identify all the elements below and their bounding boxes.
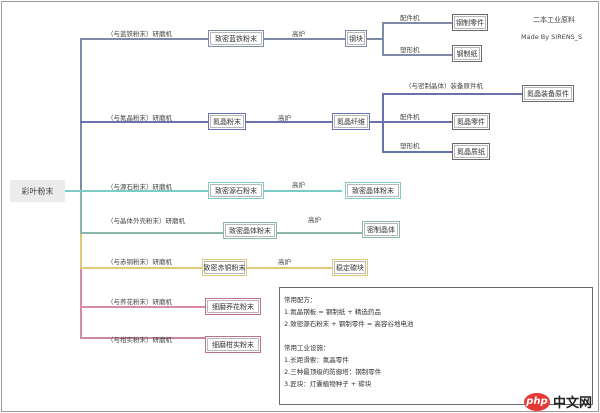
connector: [382, 54, 452, 56]
connector: [370, 121, 382, 123]
output-node: 密制晶体: [362, 221, 400, 238]
connector: [65, 190, 80, 192]
furnace-label: 高炉: [292, 30, 305, 38]
machine-label: 配件机: [400, 14, 420, 22]
facility-item: 3.匠块：灯囊植物种子 + 碳块: [284, 380, 372, 388]
recipe-item: 2.致密源石粉末 + 钢制零件 = 高容谷地电池: [284, 320, 414, 328]
product-node: 氮晶零件: [452, 113, 490, 130]
connector: [382, 22, 452, 24]
author-credit: Made By SIRENS_S: [521, 33, 583, 41]
watermark: php 中文网: [523, 392, 592, 411]
branch-line: [80, 232, 362, 234]
connector: [382, 121, 452, 123]
facility-item: 2.三种最顶级的防御塔：钢制零件: [284, 368, 382, 376]
machine-label: （与荞花粉末）研磨机: [107, 298, 172, 306]
machine-label: 塑形机: [400, 46, 420, 54]
product-node: 钢制纸: [452, 45, 482, 62]
connector: [382, 93, 522, 95]
trunk-line: [80, 267, 82, 337]
output-node: 钢块: [345, 30, 367, 47]
recipe-item: 1.氮晶钢板 = 钢制纸 + 精选药品: [284, 308, 381, 316]
php-logo-icon: php: [523, 392, 550, 411]
machine-label: （与柑实粉末）研磨机: [107, 336, 172, 344]
product-node: 致密源石粉末: [208, 182, 264, 199]
trunk-line: [80, 38, 82, 328]
recipes-title: 常用配方：: [284, 296, 317, 304]
product-node: 致密晶体粉末: [223, 222, 277, 239]
product-node: 细磨柑实粉末: [205, 336, 261, 353]
product-node: 氮晶质纸: [452, 143, 490, 160]
facility-item: 1.长距滑索：氮晶零件: [284, 356, 349, 364]
machine-label: （与密制晶体）装备原件机: [405, 82, 483, 90]
product-node: 致密蓝铁粉末: [208, 30, 264, 47]
machine-label: （与氮晶粉末）研磨机: [107, 114, 172, 122]
trunk-line: [80, 232, 82, 267]
product-node: 细磨荞花粉末: [205, 298, 261, 315]
product-node: 致密赤铜粉末: [202, 259, 247, 276]
machine-label: （与源石粉末）研磨机: [107, 183, 172, 191]
notes-box: 常用配方： 1.氮晶钢板 = 钢制纸 + 精选药品 2.致密源石粉末 + 钢制零…: [279, 287, 593, 405]
product-node: 钢制零件: [452, 14, 488, 31]
trunk-line: [80, 190, 82, 232]
branch-line: [80, 306, 205, 308]
output-node: 致密晶体粉末: [345, 182, 401, 199]
connector: [382, 151, 452, 153]
furnace-label: 高炉: [278, 258, 291, 266]
furnace-label: 高炉: [292, 181, 305, 189]
diagram-title: 二本工业原料: [533, 16, 575, 24]
connector: [382, 22, 384, 54]
output-node: 氮晶纤维: [332, 113, 370, 130]
root-node: 彩叶粉末: [10, 180, 65, 202]
machine-label: （与赤铜粉末）研磨机: [107, 258, 172, 266]
output-node: 稳定碳块: [332, 259, 368, 276]
furnace-label: 高炉: [278, 114, 291, 122]
furnace-label: 高炉: [308, 216, 321, 224]
branch-line: [80, 337, 205, 339]
machine-label: 塑形机: [400, 142, 420, 150]
machine-label: 配件机: [400, 113, 420, 121]
connector: [367, 38, 382, 40]
product-node: 氮晶粉末: [208, 113, 246, 130]
machine-label: （与晶体外壳粉末）研磨机: [107, 217, 185, 225]
machine-label: （与蓝铁粉末）研磨机: [107, 30, 172, 38]
product-node: 氮晶装备原件: [522, 85, 574, 102]
facilities-title: 常用工业设施：: [284, 344, 330, 352]
watermark-text: 中文网: [552, 396, 592, 411]
